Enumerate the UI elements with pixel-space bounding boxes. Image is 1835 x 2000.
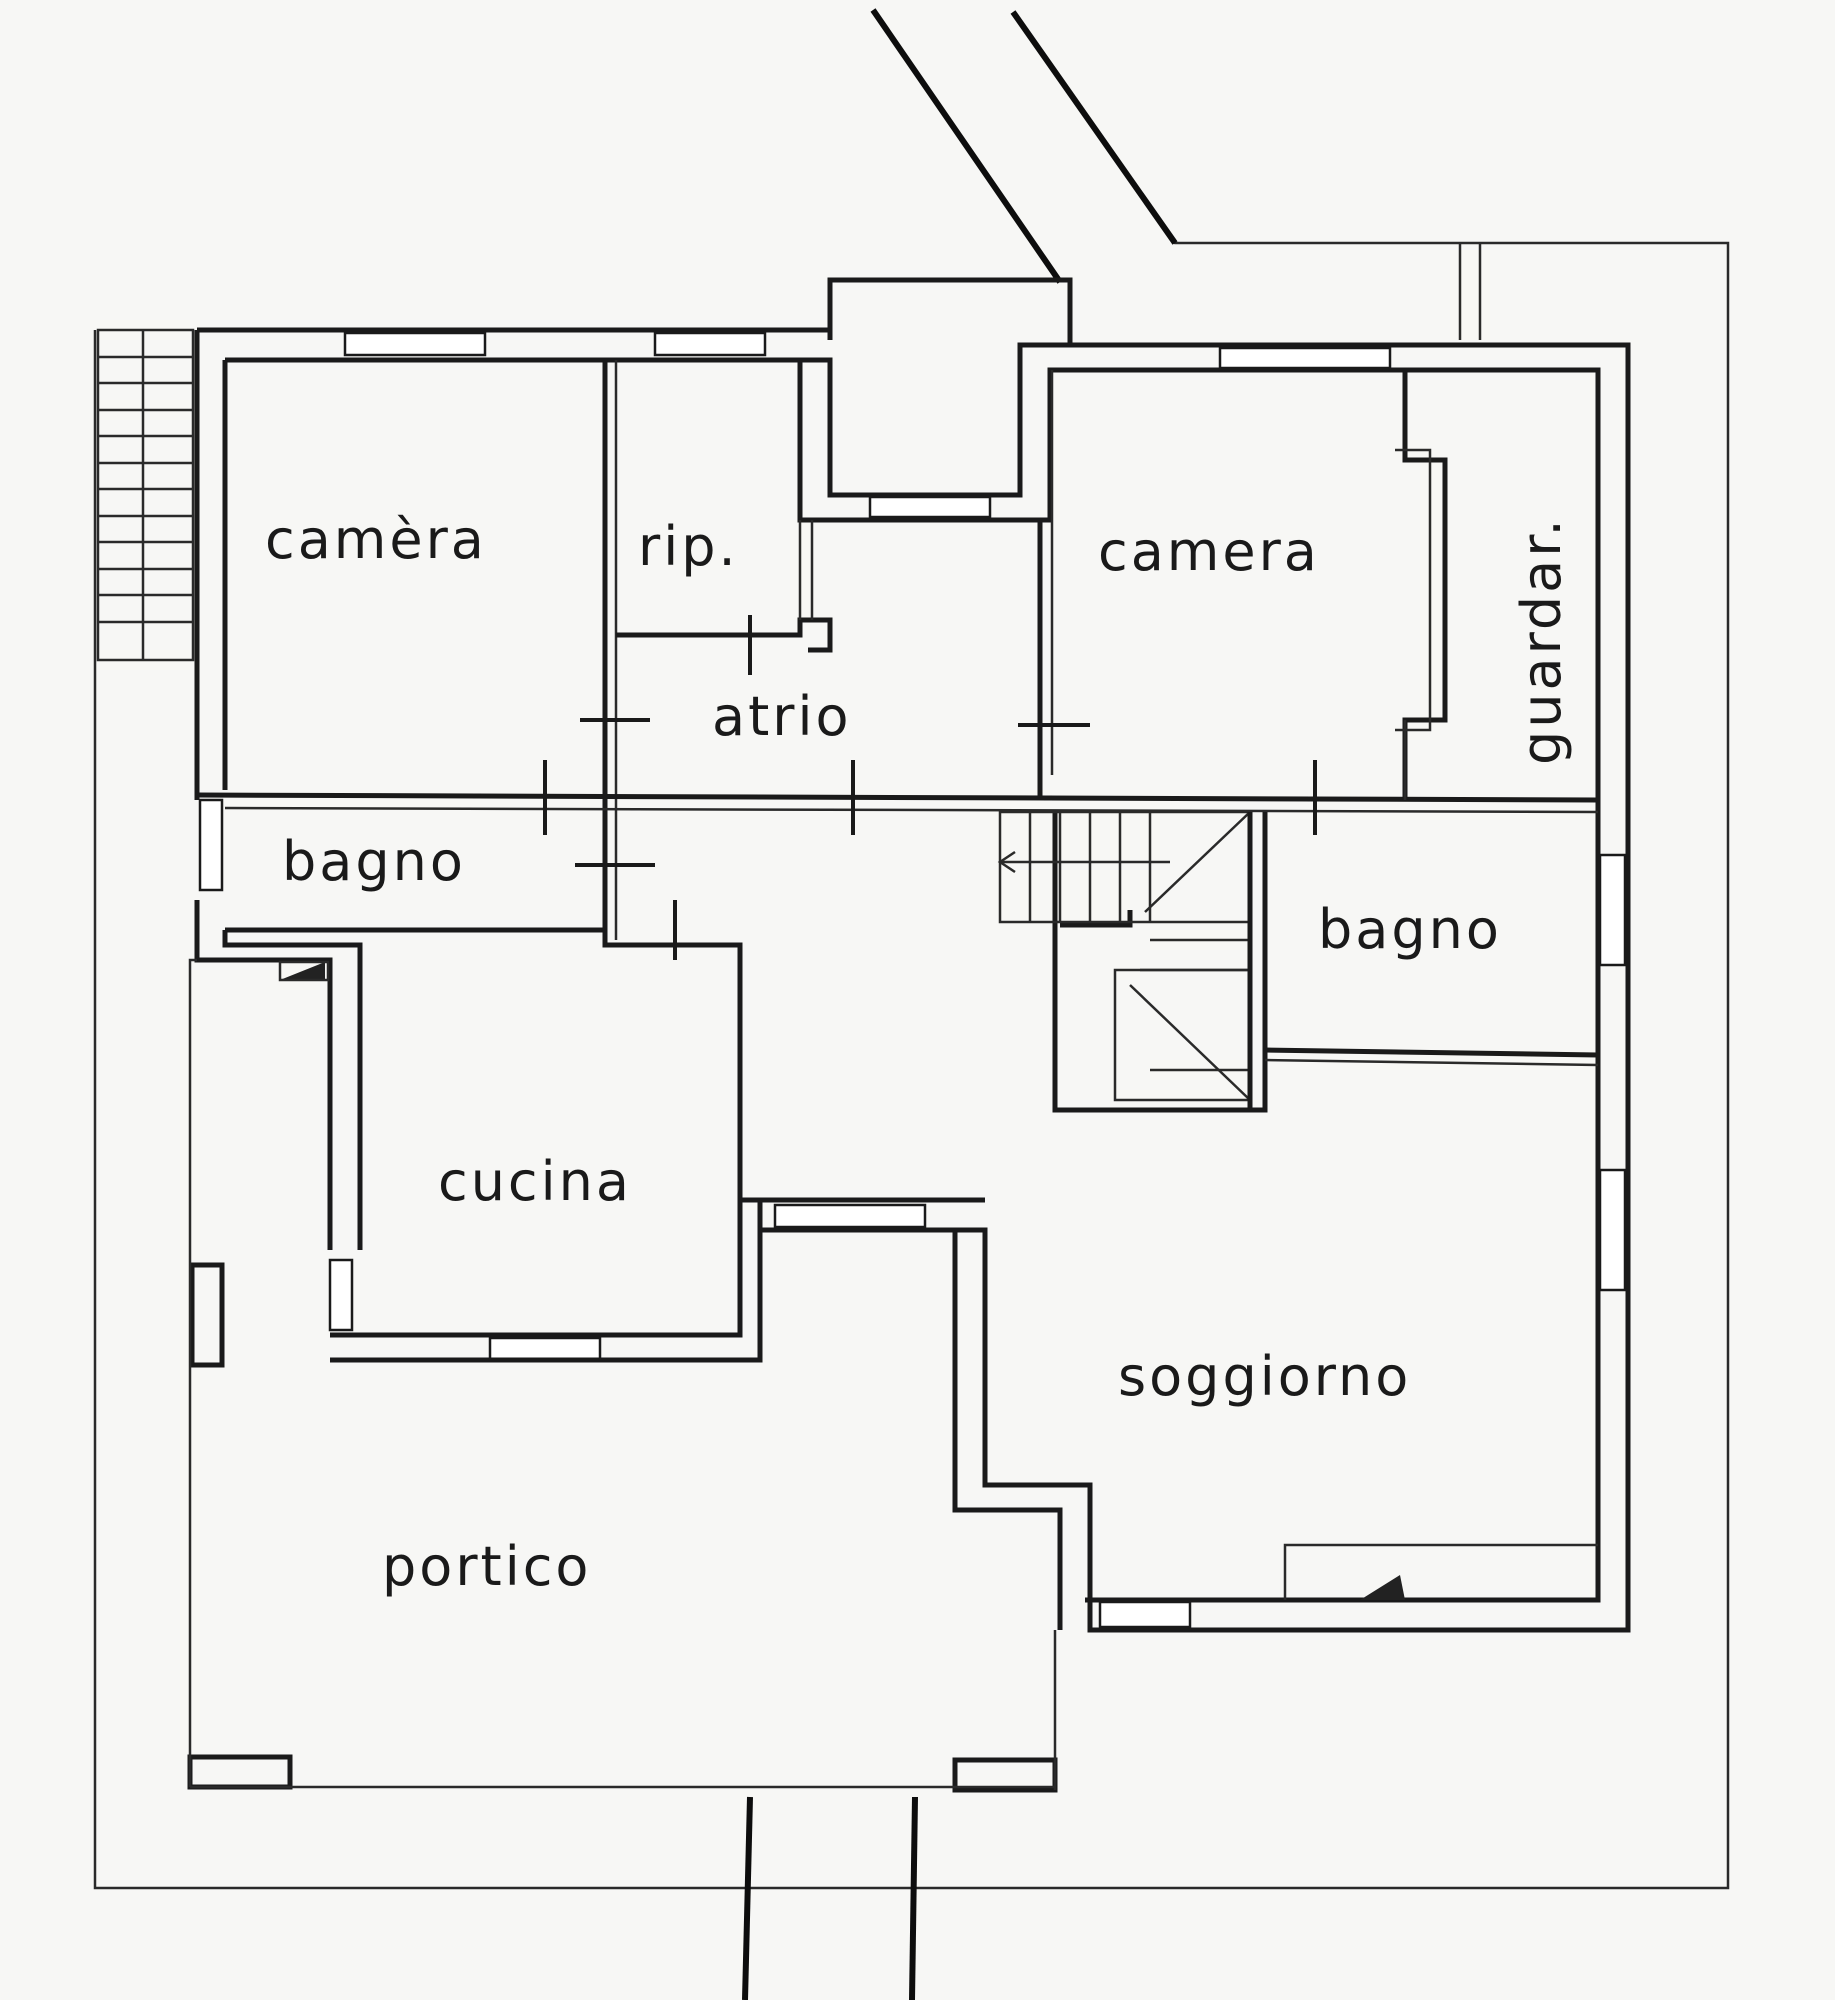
room-label-camera-ne: camera xyxy=(1098,520,1320,583)
room-label-ripostiglio: rip. xyxy=(638,515,739,578)
room-label-guardaroba: guardar. xyxy=(1510,516,1573,765)
room-label-portico: portico xyxy=(382,1535,591,1598)
room-label-bagno-e: bagno xyxy=(1318,898,1502,961)
room-label-camera-nw: camèra xyxy=(265,508,487,571)
room-label-cucina: cucina xyxy=(438,1150,632,1213)
windows xyxy=(198,331,1627,1629)
room-labels: camèra rip. camera guardar. atrio bagno … xyxy=(265,508,1573,1598)
room-label-bagno-w: bagno xyxy=(282,830,466,893)
exterior-stair xyxy=(96,328,195,662)
room-label-atrio: atrio xyxy=(712,685,852,748)
room-label-soggiorno: soggiorno xyxy=(1118,1345,1411,1408)
exterior-walls xyxy=(194,277,1631,1633)
interior-walls xyxy=(187,360,1599,1793)
plot-boundary xyxy=(93,8,1730,2000)
door-marks xyxy=(543,615,1317,960)
